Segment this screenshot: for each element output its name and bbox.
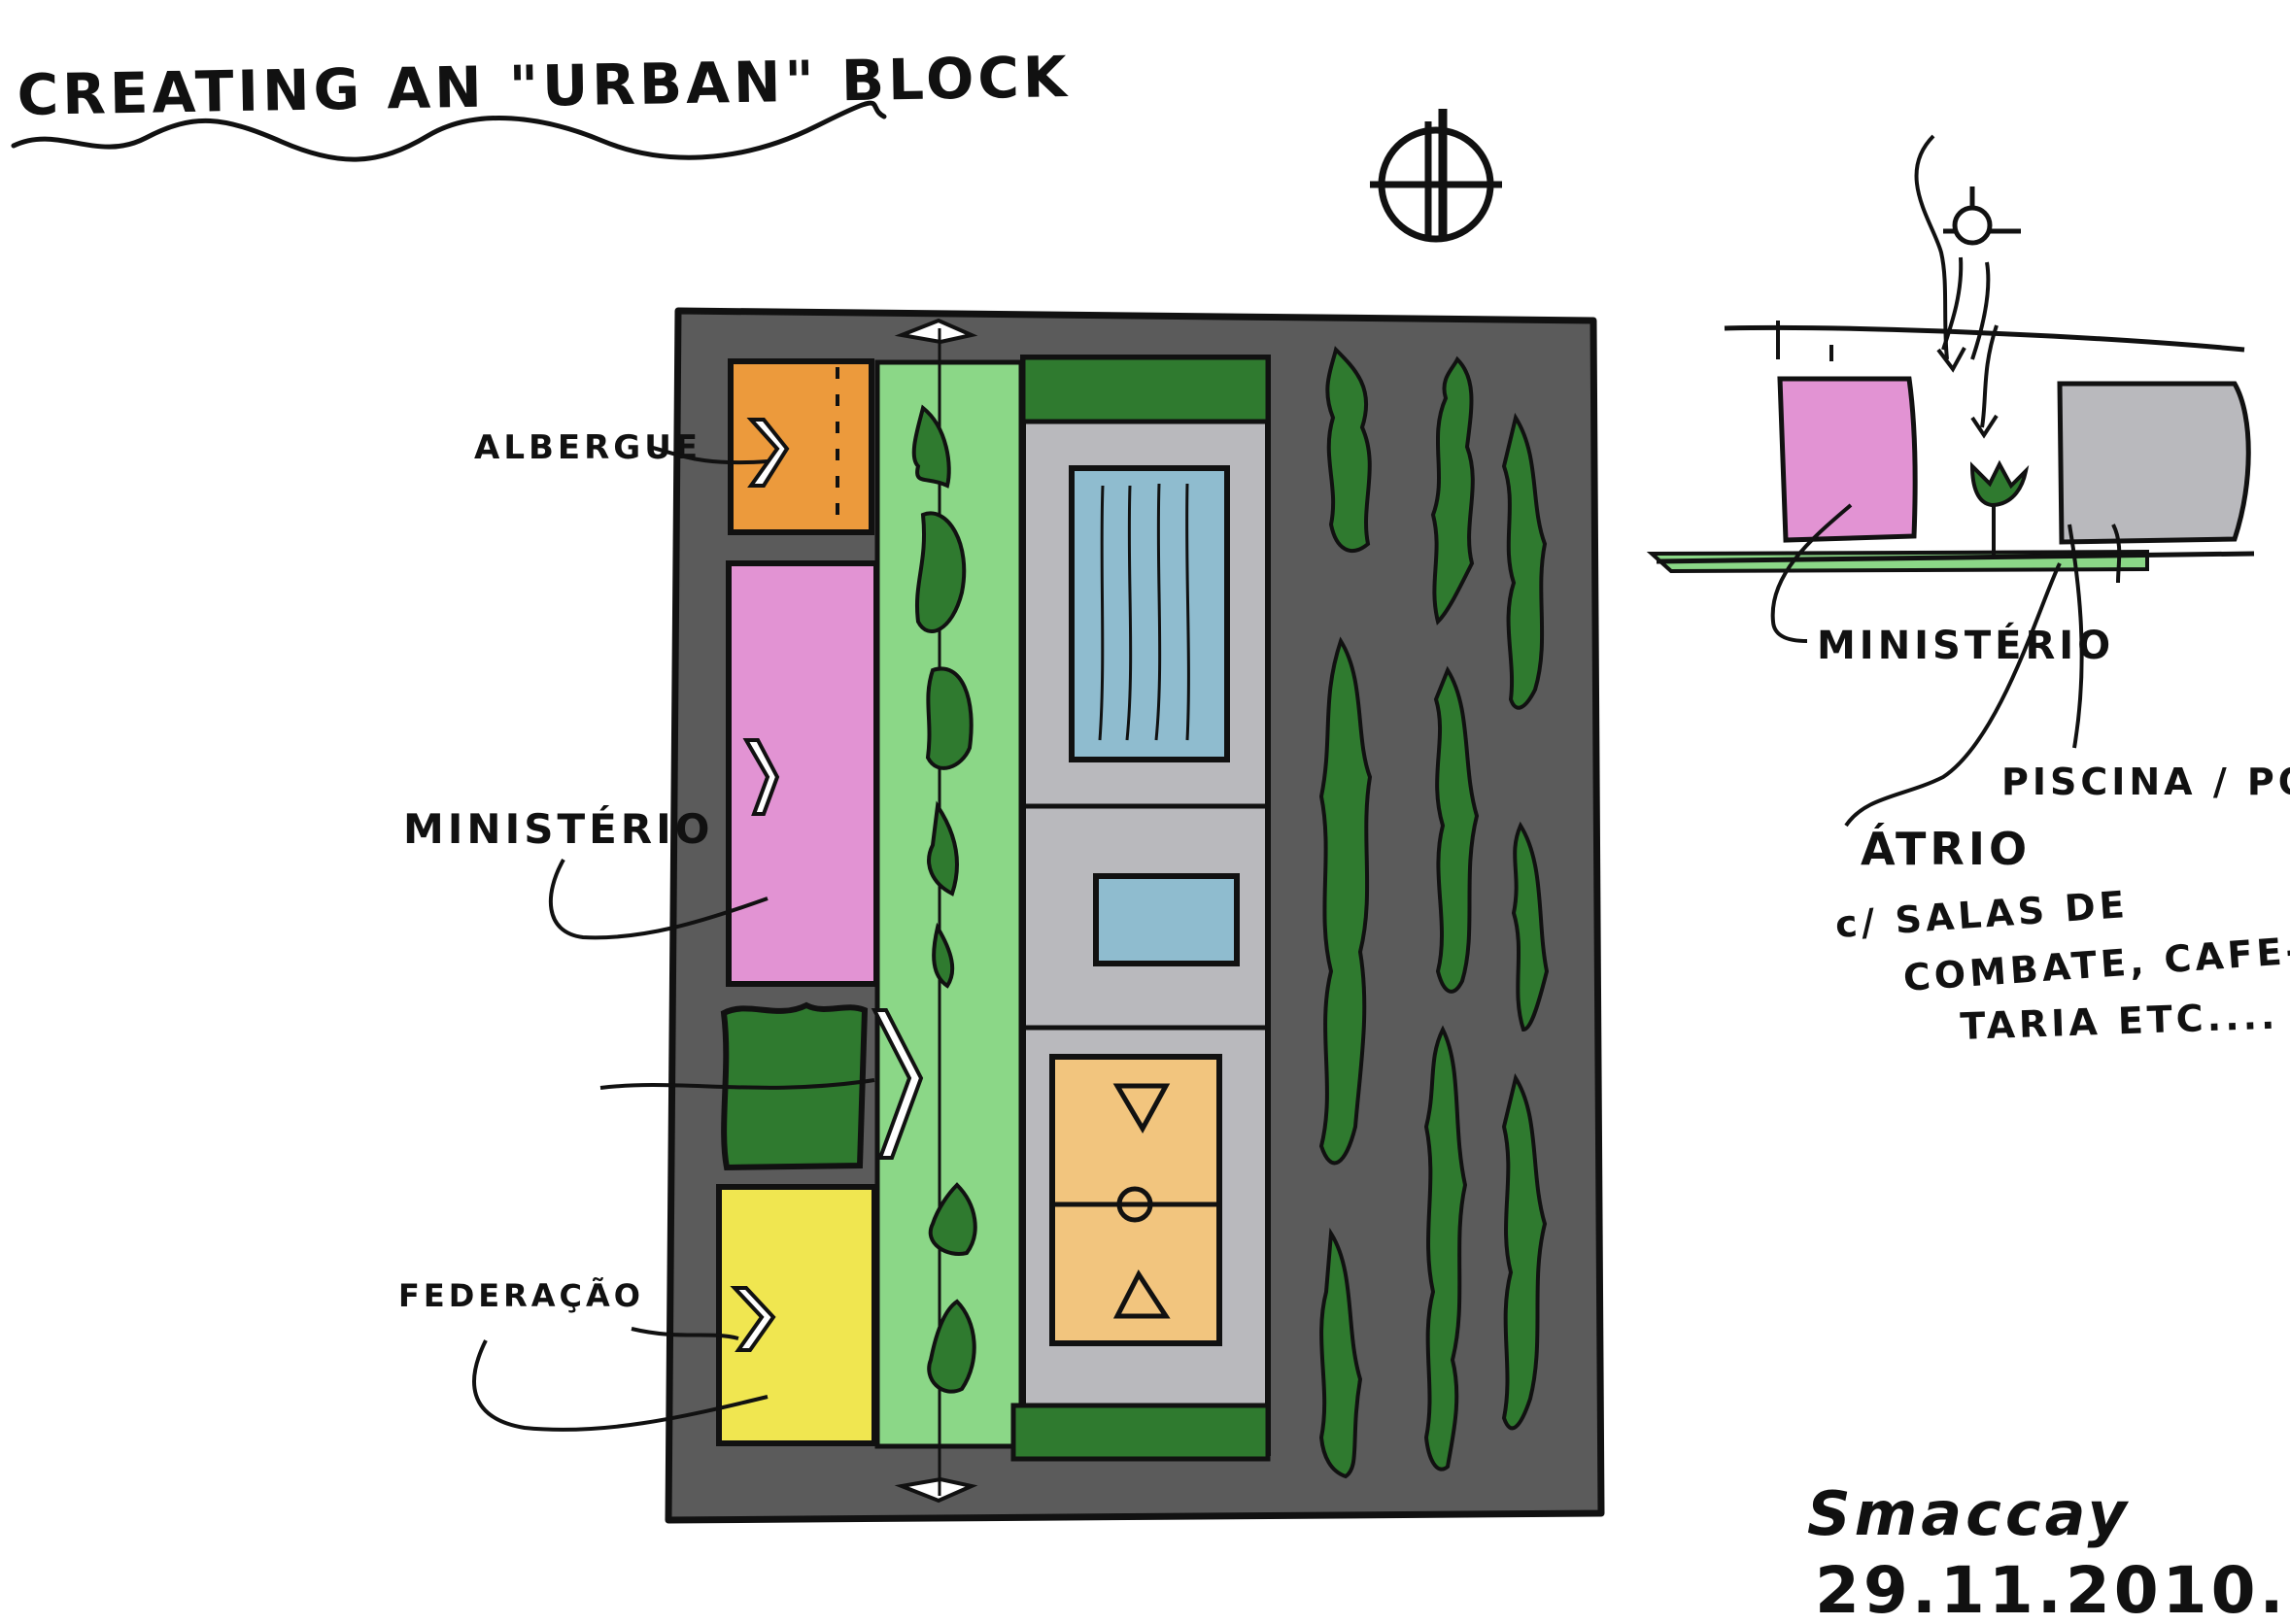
court-markings <box>1054 1083 1219 1319</box>
small-pool <box>1093 873 1240 966</box>
section-piscina <box>2057 381 2251 545</box>
access-arrows <box>871 318 978 1504</box>
site-plan <box>665 307 1605 1524</box>
label-atrio-note-1: c/ SALAS DE <box>1834 883 2130 946</box>
promenade-trees <box>911 404 977 1394</box>
title-text: CREATING AN "URBAN" BLOCK <box>17 44 1071 128</box>
section-ministerio <box>1777 376 1918 543</box>
section-tree <box>1969 459 2030 508</box>
label-atrio: ÁTRIO <box>1861 823 2031 875</box>
section-diagram <box>1646 134 2255 828</box>
label-ministerio-section: MINISTÉRIO <box>1817 622 2114 668</box>
label-ministerio-plan: MINISTÉRIO <box>403 804 713 853</box>
signature-name: Smaccay <box>1807 1478 2131 1549</box>
garden-leader <box>599 1078 875 1090</box>
signature-date: 29.11.2010. <box>1815 1553 2288 1624</box>
title-underline <box>11 100 887 162</box>
sun-icon <box>1943 186 2021 246</box>
street-trees <box>1318 346 1550 1479</box>
label-federacao: FEDERAÇÃO <box>398 1277 644 1314</box>
albergue-building <box>728 358 874 535</box>
label-piscina: PISCINA / POLID. <box>2001 761 2290 803</box>
top-green-strip <box>1020 355 1271 424</box>
building-entrance-arrows <box>730 418 790 1352</box>
federacao-building <box>716 1184 877 1446</box>
north-arrow-icon <box>1370 109 1502 243</box>
pool-lanes <box>1098 483 1190 741</box>
swimming-pool <box>1069 465 1230 762</box>
bottom-green-strip <box>1010 1403 1271 1462</box>
label-albergue: ALBERGUE <box>474 428 701 467</box>
ministerio-building <box>726 560 879 987</box>
label-atrio-note-3: TARIA ETC.... <box>1960 995 2279 1048</box>
sports-court <box>1049 1054 1222 1346</box>
label-atrio-note-2: COMBATE, CAFE- <box>1902 929 2290 999</box>
